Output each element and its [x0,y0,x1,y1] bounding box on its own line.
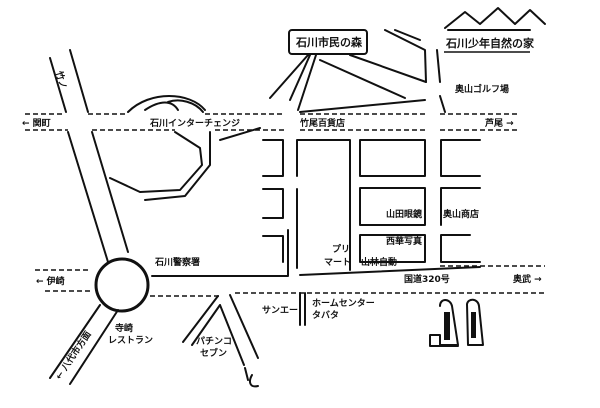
route-320-south-edge [150,265,545,297]
label-police: 石川警察署 [154,256,200,268]
label-southwest: ← 八代市方面 [53,329,94,382]
label-west-top: ← 関町 [22,118,51,129]
interchange-ramp [144,99,204,113]
road-north-south-left [49,49,129,263]
route-320-north-edge [151,229,481,277]
label-youth-nature-house: 石川少年自然の家 [445,36,535,50]
label-citizens-forest: 石川市民の森 [295,35,363,49]
road-south-1 [182,294,259,366]
label-okuyama-shop: 奥山商店 [442,208,479,220]
label-homecenter-1: ホームセンター [312,297,375,309]
label-department-store: 竹尾百貨店 [299,117,345,129]
roundabout [94,257,150,313]
label-west-bottom: ← 伊崎 [36,275,65,287]
road-southwest [49,304,119,385]
town-grid [262,139,481,271]
label-photo-studio: 西華写真 [386,235,422,247]
label-restaurant-1: 寺崎 [115,322,133,334]
label-yamada: 山田眼鏡 [386,208,422,220]
label-sanei: サンエー [262,305,298,316]
label-interchange: 石川インターチェンジ [149,117,240,129]
monument-figure-2 [471,312,476,338]
road-to-nature-house [299,29,446,113]
label-east-bottom: 奥武 → [512,273,542,285]
label-pachinko-1: パチンコ [196,335,232,347]
label-primart-2: マート [324,257,351,268]
interchange-loop [109,95,261,201]
label-pachinko-2: セブン [200,347,227,359]
label-north-left: 竹ノ [53,69,70,90]
mountains-icon [444,7,546,31]
label-east-top: 芦尾 → [485,117,514,129]
road-south-2 [299,292,306,326]
temple-icon [244,367,259,388]
label-homecenter-2: タバタ [312,309,339,321]
label-yamabayashi: 山林自動 [361,256,397,268]
label-golf-course: 奥山ゴルフ場 [454,83,509,95]
label-restaurant-2: レストラン [108,335,153,346]
citizens-forest-sign [288,29,368,55]
label-route-320: 国道320号 [404,273,450,285]
road-west-bottom [35,269,92,292]
label-primart-1: プリ [332,243,350,255]
monument-icon [429,298,484,347]
monument-figure-1 [444,312,450,340]
road-to-forest [269,54,427,111]
